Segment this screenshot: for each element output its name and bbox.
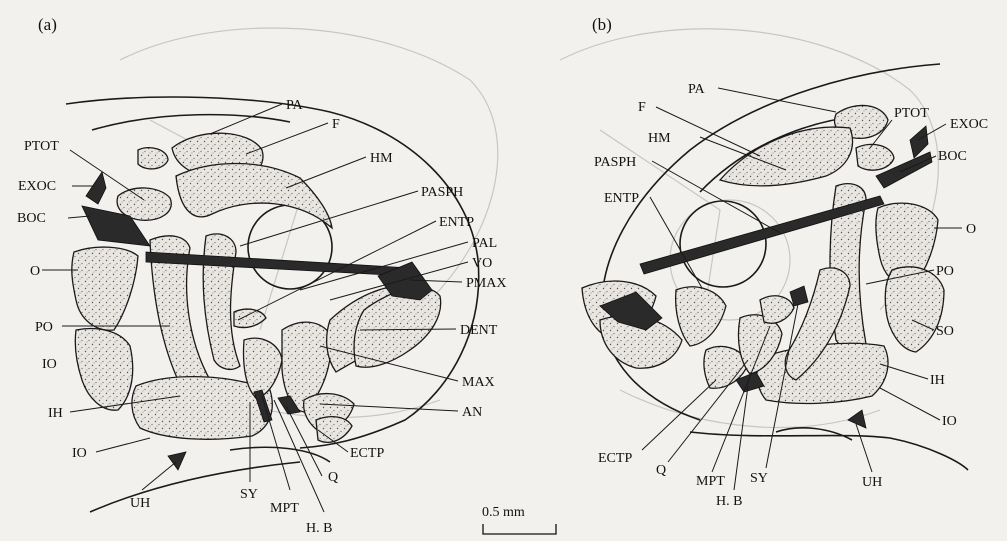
label-a-pa: PA: [286, 98, 304, 113]
label-a-ectp: ECTP: [350, 446, 384, 461]
label-a-io-lower: IO: [72, 446, 87, 461]
label-a-o: O: [30, 264, 40, 279]
throat-outline-b: [776, 428, 852, 440]
label-b-entp: ENTP: [604, 191, 639, 206]
panel-b-title: (b): [592, 15, 612, 34]
urohyal-a: [168, 452, 186, 470]
label-b-q: Q: [656, 463, 666, 478]
urohyal-b: [848, 410, 866, 428]
label-b-o: O: [966, 222, 976, 237]
label-a-mpt: MPT: [270, 501, 299, 516]
hyomandibular-a: [203, 234, 240, 369]
label-b-sy: SY: [750, 471, 768, 486]
frontal-bone-b: [720, 127, 853, 186]
label-a-sy: SY: [240, 487, 258, 502]
label-b-ectp: ECTP: [598, 451, 632, 466]
throat-outline-a: [230, 447, 330, 462]
metapterygoid-a: [244, 338, 283, 398]
label-b-ih: IH: [930, 373, 945, 388]
skull-roof-inner-a: [92, 115, 290, 130]
lower-outline-b: [690, 432, 968, 470]
label-b-mpt: MPT: [696, 474, 725, 489]
panel-a: (a): [17, 15, 506, 536]
label-b-pasph: PASPH: [594, 155, 636, 170]
label-a-pasph: PASPH: [421, 185, 463, 200]
label-b-uh: UH: [862, 475, 882, 490]
small-roof-bone-a: [138, 148, 168, 169]
label-a-vo: VO: [472, 256, 492, 271]
subopercle-b: [885, 267, 944, 352]
label-a-an: AN: [462, 405, 482, 420]
label-a-boc: BOC: [17, 211, 46, 226]
metapterygoid-b: [760, 296, 794, 323]
label-b-so: SO: [936, 324, 954, 339]
label-a-exoc: EXOC: [18, 179, 56, 194]
scale-bar-label: 0.5 mm: [482, 505, 525, 520]
opercle-a: [72, 247, 138, 330]
label-b-hm: HM: [648, 131, 671, 146]
label-a-pmax: PMAX: [466, 276, 506, 291]
label-a-f: F: [332, 117, 340, 132]
label-b-f: F: [638, 100, 646, 115]
label-a-ih: IH: [48, 406, 63, 421]
label-a-ptot: PTOT: [24, 139, 59, 154]
label-b-io: IO: [942, 414, 957, 429]
exoccipital-b: [910, 126, 928, 158]
label-a-hb: H. B: [306, 521, 332, 536]
label-b-hb: H. B: [716, 494, 742, 509]
lower-outline-a: [90, 462, 300, 512]
ectopterygoid-a: [316, 417, 352, 443]
ptotic-bone-b: [856, 144, 894, 170]
exoccipital-a: [86, 172, 106, 204]
label-a-entp: ENTP: [439, 215, 474, 230]
panel-a-title: (a): [38, 15, 57, 34]
panel-b: (b): [582, 15, 988, 509]
label-a-max: MAX: [462, 375, 495, 390]
label-a-q: Q: [328, 470, 338, 485]
scale-bar: 0.5 mm: [482, 505, 556, 534]
scale-bar-line: [483, 524, 556, 534]
label-a-hm: HM: [370, 151, 393, 166]
frontal-bone-a: [176, 164, 332, 229]
label-b-boc: BOC: [938, 149, 967, 164]
label-b-pa: PA: [688, 82, 706, 97]
label-a-uh: UH: [130, 496, 150, 511]
label-a-pal: PAL: [472, 236, 497, 251]
interopercle-a: [75, 329, 132, 411]
label-a-dent: DENT: [460, 323, 498, 338]
label-b-po: PO: [936, 264, 954, 279]
entopterygoid-b: [676, 287, 726, 346]
symplectic-b: [790, 286, 808, 306]
label-a-po: PO: [35, 320, 53, 335]
label-b-ptot: PTOT: [894, 106, 929, 121]
label-a-io-upper: IO: [42, 357, 57, 372]
label-b-exoc: EXOC: [950, 117, 988, 132]
